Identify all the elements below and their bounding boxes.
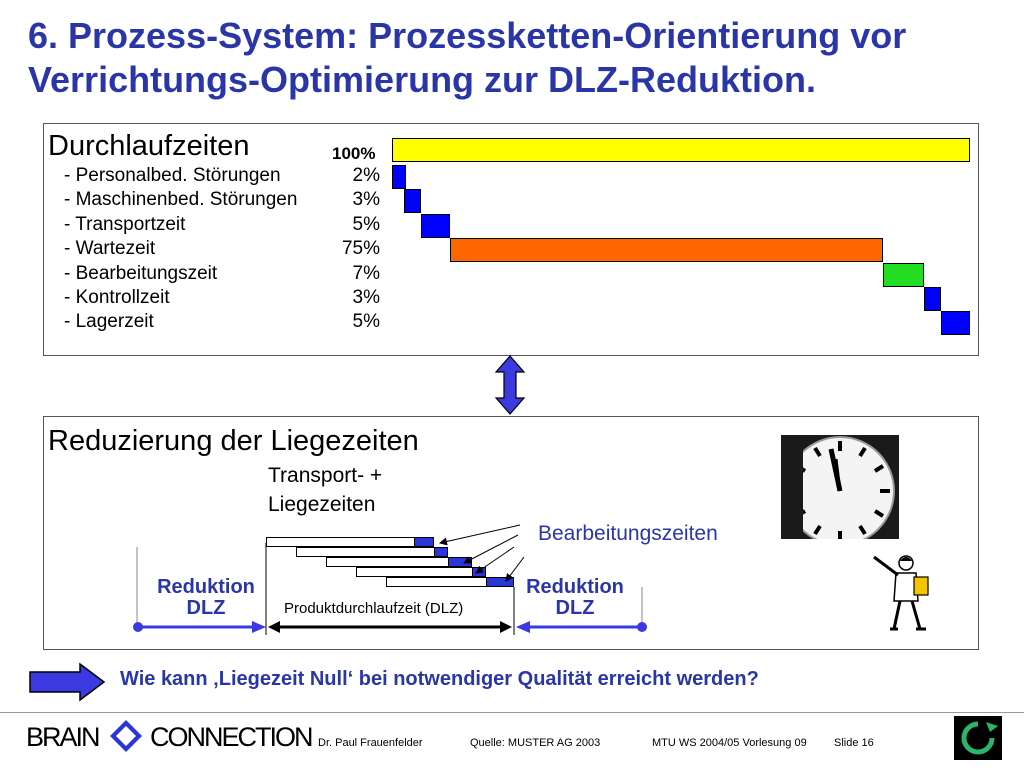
- time-component-percent: 3%: [352, 287, 380, 308]
- footer-slide-number: Slide 16: [834, 737, 874, 749]
- reduktion-left-label: Reduktion DLZ: [148, 577, 264, 619]
- reduktion-right-label: Reduktion DLZ: [517, 577, 633, 619]
- slide-title-line2: Verrichtungs-Optimierung zur DLZ-Redukti…: [28, 59, 817, 100]
- gantt-bar-6: [923, 287, 942, 311]
- gantt-bar-7: [941, 311, 970, 336]
- clock-icon: [781, 435, 899, 539]
- time-component-label: - Transportzeit: [64, 213, 186, 235]
- process-block-2: [434, 547, 448, 557]
- gantt-bar-1: [392, 165, 406, 189]
- time-component-percent: 5%: [352, 311, 380, 333]
- time-component-percent: 7%: [352, 262, 380, 284]
- time-component-percent: 2%: [352, 165, 380, 186]
- dlz-label: Produktdurchlaufzeit (DLZ): [284, 600, 464, 617]
- footer-source: Quelle: MUSTER AG 2003: [470, 737, 601, 749]
- time-component-label: - Kontrollzeit: [64, 287, 170, 308]
- durchlaufzeiten-panel: Durchlaufzeiten 100% - Personalbed. Stör…: [43, 123, 979, 356]
- time-component-percent: 75%: [341, 238, 380, 260]
- logo-connection: CONNECTION: [150, 722, 313, 752]
- transport-label: Transport- + Liegezeiten: [268, 461, 382, 519]
- slide-title-line1: 6. Prozess-System: Prozessketten-Orienti…: [28, 15, 907, 56]
- reduktion-right-line1: Reduktion: [526, 576, 624, 598]
- process-block-1: [414, 537, 434, 547]
- time-component-percent: 3%: [352, 189, 380, 211]
- bearbeitungszeiten-label: Bearbeitungszeiten: [538, 522, 718, 545]
- gantt-bar-4: [449, 238, 884, 263]
- liegezeiten-heading: Reduzierung der Liegezeiten: [48, 425, 419, 457]
- reduktion-left-line2: DLZ: [186, 597, 226, 619]
- question-text: Wie kann ‚Liegezeit Null‘ bei notwendige…: [120, 668, 759, 690]
- gantt-bar-2: [403, 189, 421, 214]
- brain-connection-logo-icon: [110, 720, 142, 752]
- footer-divider: [0, 712, 1024, 713]
- process-block-5: [486, 577, 514, 587]
- reduktion-right-line2: DLZ: [555, 597, 595, 619]
- footer-course: MTU WS 2004/05 Vorlesung 09: [652, 737, 807, 749]
- annotation-arrows: [133, 524, 647, 635]
- double-arrow-icon: [494, 355, 526, 415]
- time-component-label: - Bearbeitungszeit: [64, 262, 218, 284]
- gantt-bar-5: [883, 262, 924, 287]
- durchlaufzeiten-heading: Durchlaufzeiten: [48, 130, 250, 162]
- gantt-bar-total: [392, 138, 970, 162]
- time-component-label: - Personalbed. Störungen: [64, 165, 281, 186]
- time-component-percent: 5%: [352, 213, 380, 235]
- time-component-label: - Lagerzeit: [64, 311, 154, 333]
- time-component-label: - Wartezeit: [64, 238, 156, 260]
- footer-author: Dr. Paul Frauenfelder: [318, 737, 423, 749]
- company-logo-icon: [954, 716, 1002, 760]
- transport-label-line2: Liegezeiten: [268, 493, 376, 516]
- pointing-man-icon: [873, 555, 929, 631]
- total-percent-label: 100%: [332, 144, 376, 163]
- transport-label-line1: Transport- +: [268, 464, 383, 487]
- gantt-bar-3: [420, 213, 450, 238]
- time-component-label: - Maschinenbed. Störungen: [64, 189, 298, 211]
- slide-title: 6. Prozess-System: Prozessketten-Orienti…: [28, 14, 1008, 102]
- reduktion-left-line1: Reduktion: [157, 576, 255, 598]
- logo-brain: BRAIN: [26, 722, 101, 752]
- liegezeiten-panel: Reduzierung der Liegezeiten Transport- +…: [43, 416, 979, 650]
- right-arrow-icon: [29, 662, 106, 702]
